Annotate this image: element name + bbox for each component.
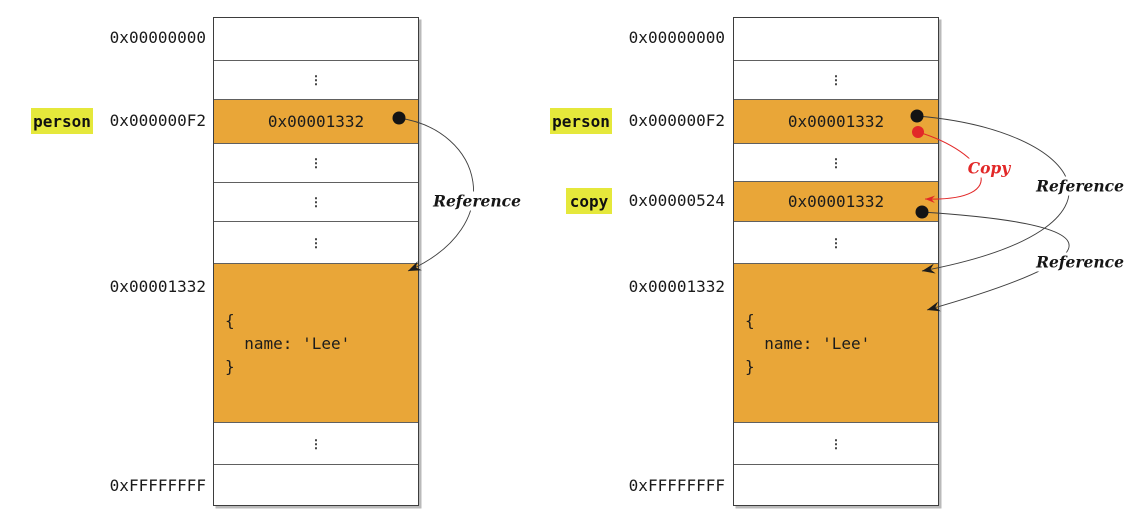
address-label-person: 0x000000F2	[109, 111, 206, 130]
memory-cell-ellipsis: ⋮	[214, 61, 418, 100]
address-label-copy: 0x00000524	[628, 191, 725, 210]
address-label-top: 0x00000000	[109, 28, 206, 47]
copy-label: Copy	[964, 158, 1014, 178]
memory-cell-ellipsis: ⋮	[214, 183, 418, 222]
person-cell-value: 0x00001332	[267, 112, 365, 131]
address-label-top: 0x00000000	[628, 28, 725, 47]
ellipsis-glyph: ⋮	[830, 155, 842, 170]
memory-cell-ellipsis: ⋮	[734, 423, 938, 465]
address-label-object: 0x00001332	[109, 277, 206, 296]
address-label-bottom: 0xFFFFFFFF	[628, 476, 725, 495]
memory-cell-object: { name: 'Lee' }	[734, 264, 938, 423]
ellipsis-glyph: ⋮	[830, 436, 842, 451]
reference-label-right-1: Reference	[1033, 176, 1127, 196]
memory-cell-empty	[214, 18, 418, 61]
ellipsis-glyph: ⋮	[830, 73, 842, 87]
memory-cell-ellipsis: ⋮	[214, 144, 418, 183]
memory-cell-object: { name: 'Lee' }	[214, 264, 418, 423]
ellipsis-glyph: ⋮	[310, 235, 322, 250]
memory-cell-person: 0x00001332	[214, 100, 418, 144]
reference-label-right-2: Reference	[1033, 252, 1127, 272]
memory-cell-person: 0x00001332	[734, 100, 938, 144]
memory-cell-empty	[214, 465, 418, 504]
ellipsis-glyph: ⋮	[310, 195, 322, 209]
memory-cell-ellipsis: ⋮	[214, 423, 418, 465]
memory-column-right: ⋮ 0x00001332 ⋮ 0x00001332 ⋮ { name: 'Lee…	[733, 17, 939, 506]
object-literal-text: { name: 'Lee' }	[225, 310, 351, 376]
ellipsis-glyph: ⋮	[830, 235, 842, 250]
ellipsis-glyph: ⋮	[310, 73, 322, 87]
memory-cell-empty	[734, 18, 938, 61]
person-cell-value: 0x00001332	[787, 112, 885, 131]
memory-cell-ellipsis: ⋮	[214, 222, 418, 264]
object-literal-text: { name: 'Lee' }	[745, 310, 871, 376]
variable-label-person: person	[31, 108, 93, 134]
variable-label-person: person	[550, 108, 612, 134]
memory-cell-ellipsis: ⋮	[734, 144, 938, 182]
address-label-object: 0x00001332	[628, 277, 725, 296]
variable-label-copy: copy	[566, 188, 612, 214]
memory-cell-ellipsis: ⋮	[734, 222, 938, 264]
ellipsis-glyph: ⋮	[310, 436, 322, 451]
memory-column-left: ⋮ 0x00001332 ⋮ ⋮ ⋮ { name: 'Lee' } ⋮	[213, 17, 419, 506]
memory-cell-copy: 0x00001332	[734, 182, 938, 222]
reference-label-left: Reference	[430, 191, 524, 211]
copy-cell-value: 0x00001332	[787, 192, 885, 211]
address-label-bottom: 0xFFFFFFFF	[109, 476, 206, 495]
memory-cell-empty	[734, 465, 938, 504]
address-label-person: 0x000000F2	[628, 111, 725, 130]
memory-cell-ellipsis: ⋮	[734, 61, 938, 100]
ellipsis-glyph: ⋮	[310, 156, 322, 170]
